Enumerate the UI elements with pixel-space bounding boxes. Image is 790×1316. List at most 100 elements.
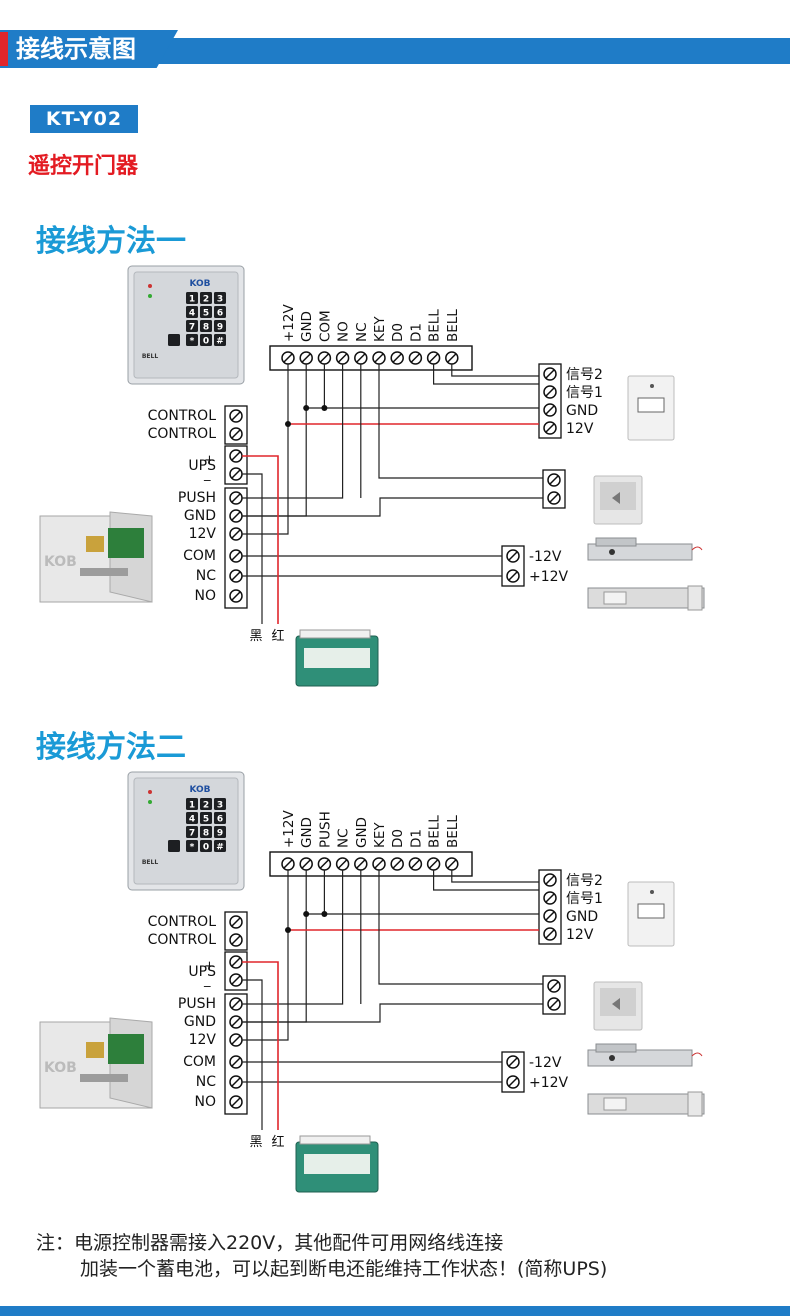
psu-screw-icon (229, 1075, 243, 1089)
controller-terminal-label: NO (336, 321, 352, 342)
psu-screw-icon (229, 1095, 243, 1109)
junction-dot (303, 405, 310, 411)
keypad-key (214, 306, 226, 318)
controller-screw-icon (317, 351, 332, 365)
receiver-screw-icon (543, 891, 557, 905)
keypad-key (214, 320, 226, 332)
psu-terminal-label: CONTROL (148, 426, 217, 442)
receiver-terminal-block (538, 869, 562, 945)
receiver-screw-icon (543, 927, 557, 941)
keypad-key-label: 2 (203, 295, 209, 305)
maglock-label (603, 591, 627, 605)
receiver-terminal-label: 信号2 (566, 873, 603, 889)
wire-button-gnd (242, 497, 543, 517)
bolt-screw (609, 1055, 615, 1061)
keypad-key (200, 320, 212, 332)
controller-terminal-label: PUSH (317, 811, 333, 848)
psu-screw-icon (229, 915, 243, 929)
bolt-body (595, 1043, 637, 1053)
note-line-1: 注：电源控制器需接入220V，其他配件可用网络线连接 (36, 1232, 504, 1254)
controller-terminal-label: D0 (390, 323, 406, 342)
lock-terminal-label: +12V (529, 569, 569, 585)
psu-terminal-label: CONTROL (148, 408, 217, 424)
psu-terminal-label: 12V (189, 526, 217, 542)
key-icon (612, 492, 620, 504)
psu-screw-icon (229, 449, 243, 463)
bracket (80, 1074, 128, 1082)
junction-dot (285, 927, 291, 933)
bolt-cable (691, 546, 703, 551)
psu-terminal-label: CONTROL (148, 914, 217, 930)
keypad-key-label: 1 (189, 295, 195, 305)
keypad-key (214, 798, 226, 810)
keypad-key-label: 1 (189, 801, 195, 811)
keypad-bell-label: BELL (142, 859, 158, 866)
keypad-key-label: # (216, 843, 224, 853)
battery-label (304, 648, 370, 668)
keypad-key-label: 8 (203, 829, 209, 839)
method-2-title: 接线方法二 (36, 730, 186, 765)
keypad-key-label: 7 (189, 829, 195, 839)
controller-screw-icon (299, 351, 313, 365)
keypad-key-label: 3 (217, 295, 223, 305)
battery-red-label: 红 (271, 1134, 284, 1150)
battery-red-label: 红 (271, 628, 284, 644)
battery-black-label: 黑 (249, 1135, 262, 1150)
status-led-icon (148, 294, 152, 298)
lock-screw-icon (506, 549, 520, 563)
keypad-key (200, 334, 212, 346)
receiver-label-sticker (637, 397, 665, 413)
circuit-board (108, 528, 144, 558)
psu-watermark: KOB (44, 1060, 77, 1076)
psu-screw-icon (229, 933, 243, 947)
receiver-terminal-label: 12V (566, 421, 594, 437)
section-banner: 接线示意图 (0, 30, 790, 68)
receiver-label-sticker (637, 903, 665, 919)
keypad-key-label: # (216, 337, 224, 347)
psu-screw-icon (229, 467, 243, 481)
note-line-2: 加装一个蓄电池，可以起到断电还能维持工作状态！(简称UPS) (80, 1258, 608, 1280)
ups-minus-label: _ (203, 973, 211, 988)
controller-terminal-label: GND (354, 817, 370, 848)
wire-bell-2 (451, 870, 539, 883)
receiver-screw-icon (543, 873, 557, 887)
keypad-key-label: 4 (189, 815, 195, 825)
electric-bolt-image (587, 543, 693, 561)
exit-button-screw-icon (547, 473, 561, 487)
maglock-endcap (687, 585, 703, 611)
status-led-icon (148, 284, 152, 288)
controller-terminal-label: BELL (445, 309, 461, 342)
status-led-icon (148, 790, 152, 794)
controller-terminal-label: GND (299, 817, 315, 848)
controller-screw-icon (281, 857, 295, 871)
keypad-key-label: 4 (189, 309, 195, 319)
wire-push (242, 364, 344, 499)
keypad-key (186, 812, 198, 824)
keypad-key-label: 5 (203, 815, 209, 825)
junction-dot (321, 911, 328, 917)
controller-screw-icon (390, 857, 404, 871)
wire-ups-red (242, 455, 279, 624)
bottom-bar (0, 1306, 790, 1316)
battery-black-label: 黑 (249, 629, 262, 644)
keypad-key (200, 798, 212, 810)
psu-terminal-label: PUSH (178, 490, 216, 506)
bolt-screw (609, 549, 615, 555)
controller-screw-icon (426, 351, 441, 365)
receiver-screw-icon (543, 385, 557, 399)
controller-terminal-label: D1 (408, 323, 424, 342)
psu-screw-icon (229, 955, 243, 969)
bolt-body (595, 537, 637, 547)
electric-bolt-image (587, 1049, 693, 1067)
exit-button-screw-icon (547, 997, 561, 1011)
psu-watermark: KOB (44, 554, 77, 570)
status-led-icon (148, 800, 152, 804)
keypad-key-label: 9 (217, 323, 223, 333)
keypad-key-label: * (190, 843, 195, 853)
controller-screw-icon (335, 857, 350, 871)
wire-ups-black (242, 473, 263, 624)
junction-dot (303, 911, 310, 917)
controller-screw-icon (390, 351, 404, 365)
receiver-screw-icon (543, 909, 557, 923)
